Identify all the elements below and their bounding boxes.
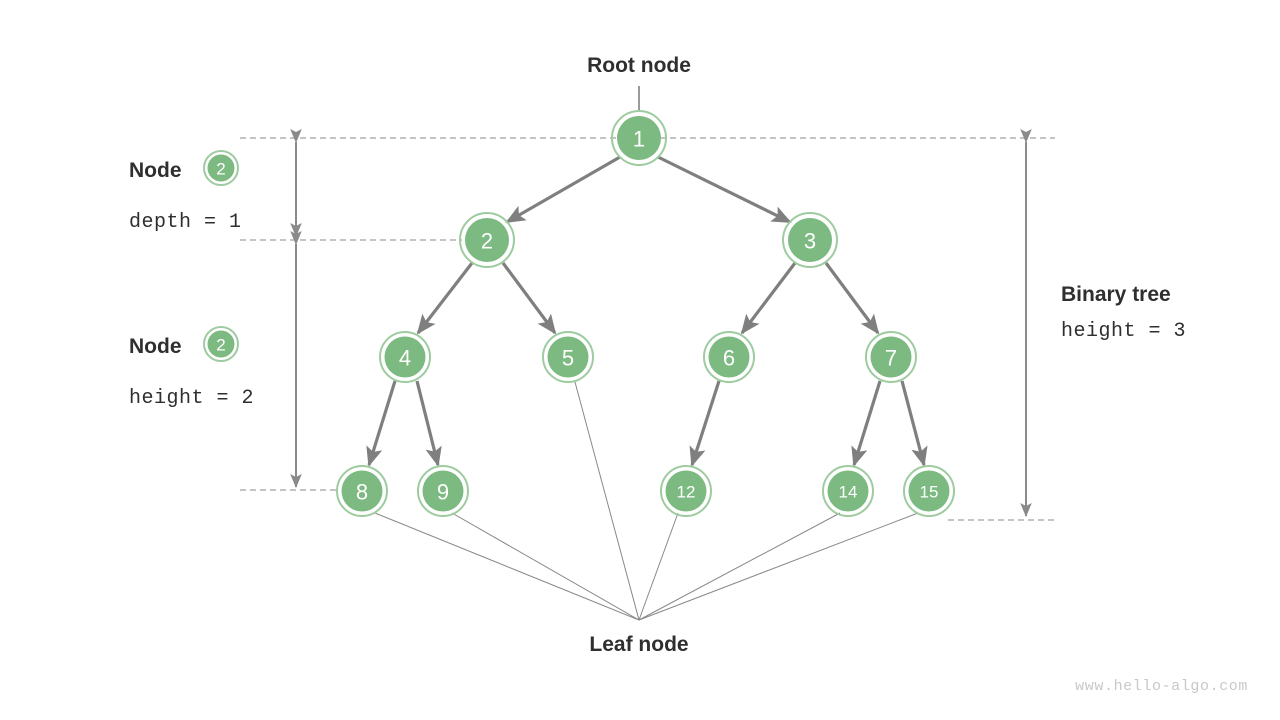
badge-label: 2: [216, 160, 225, 179]
node-outer-ring: [822, 465, 874, 517]
node-label: 3: [804, 229, 816, 254]
tree-node-6[interactable]: 6: [703, 331, 755, 383]
tree-node-8[interactable]: 8: [336, 465, 388, 517]
root-node-label: Root node: [587, 54, 691, 77]
edge-4-8: [366, 380, 397, 467]
node-body: [465, 218, 509, 262]
node-body: [870, 336, 912, 378]
leader-leaf-5: [574, 381, 640, 621]
leaf-node-label: Leaf node: [589, 633, 688, 656]
node-label: 9: [437, 480, 449, 505]
annotation-node-depth: Node 2 depth = 1: [129, 150, 242, 234]
node-outer-ring: [542, 331, 594, 383]
node-outer-ring: [417, 465, 469, 517]
node-body: [547, 336, 589, 378]
edge-7-14: [851, 380, 882, 467]
node-outer-ring: [782, 212, 838, 268]
edge-3-7: [824, 262, 880, 335]
tree-node-14[interactable]: 14: [822, 465, 874, 517]
node-label: 2: [481, 229, 493, 254]
node-label: 8: [356, 480, 368, 505]
node-label: 1: [633, 127, 645, 152]
node-body: [827, 470, 869, 512]
annotation-node-depth-detail: depth = 1: [129, 211, 242, 234]
annotation-tree-height-title: Binary tree: [1061, 283, 1171, 306]
edge-1-2: [505, 155, 621, 224]
leader-leaf-12: [638, 512, 679, 621]
leader-leaf-8: [374, 512, 640, 621]
tree-node-7[interactable]: 7: [865, 331, 917, 383]
badge-outer-ring: [203, 150, 239, 186]
node-label: 14: [839, 483, 858, 502]
tree-node-1[interactable]: 1: [611, 110, 667, 166]
tree-node-15[interactable]: 15: [903, 465, 955, 517]
node-body: [708, 336, 750, 378]
node-body: [617, 116, 661, 160]
annotation-node-height-detail: height = 2: [129, 387, 254, 410]
edge-6-12: [689, 380, 721, 467]
node-label: 12: [677, 483, 696, 502]
node-badge-depth: 2: [203, 150, 239, 186]
node-label: 5: [562, 346, 574, 371]
edge-7-15: [900, 380, 928, 467]
node-body: [341, 470, 383, 512]
node-label: 7: [885, 346, 897, 371]
annotation-node-depth-title: Node: [129, 159, 182, 182]
node-body: [788, 218, 832, 262]
edge-2-4: [416, 262, 474, 335]
badge-body: [207, 330, 235, 358]
node-outer-ring: [336, 465, 388, 517]
node-outer-ring: [379, 331, 431, 383]
annotation-node-height: Node 2 height = 2: [129, 326, 254, 410]
node-outer-ring: [459, 212, 515, 268]
tree-nodes: 1 2 3 4 5: [336, 110, 955, 517]
annotation-tree-height-detail: height = 3: [1061, 320, 1186, 343]
node-label: 4: [399, 346, 411, 371]
tree-node-3[interactable]: 3: [782, 212, 838, 268]
tree-node-5[interactable]: 5: [542, 331, 594, 383]
leader-leaf-14: [638, 512, 841, 621]
tree-node-4[interactable]: 4: [379, 331, 431, 383]
node-outer-ring: [703, 331, 755, 383]
node-body: [422, 470, 464, 512]
tree-node-9[interactable]: 9: [417, 465, 469, 517]
leaf-leader-lines: [374, 381, 919, 621]
badge-outer-ring: [203, 326, 239, 362]
annotation-node-height-title: Node: [129, 335, 182, 358]
watermark: www.hello-algo.com: [1075, 678, 1248, 695]
node-label: 15: [920, 483, 939, 502]
node-outer-ring: [865, 331, 917, 383]
node-body: [665, 470, 707, 512]
tree-node-12[interactable]: 12: [660, 465, 712, 517]
node-body: [384, 336, 426, 378]
edge-2-5: [501, 262, 557, 335]
annotation-tree-height: Binary tree height = 3: [1061, 283, 1186, 343]
tree-edges: [366, 155, 928, 467]
node-badge-height: 2: [203, 326, 239, 362]
leader-leaf-15: [638, 512, 919, 621]
node-label: 6: [723, 346, 735, 371]
edge-3-6: [740, 262, 797, 335]
level-guide-lines: [240, 137, 1055, 521]
edge-4-9: [415, 380, 442, 467]
leader-leaf-9: [451, 512, 640, 621]
measure-arrows: [290, 129, 1032, 517]
node-outer-ring: [611, 110, 667, 166]
node-outer-ring: [903, 465, 955, 517]
badge-label: 2: [216, 336, 225, 355]
node-outer-ring: [660, 465, 712, 517]
node-body: [908, 470, 950, 512]
tree-node-2[interactable]: 2: [459, 212, 515, 268]
edge-1-3: [657, 155, 792, 224]
badge-body: [207, 154, 235, 182]
